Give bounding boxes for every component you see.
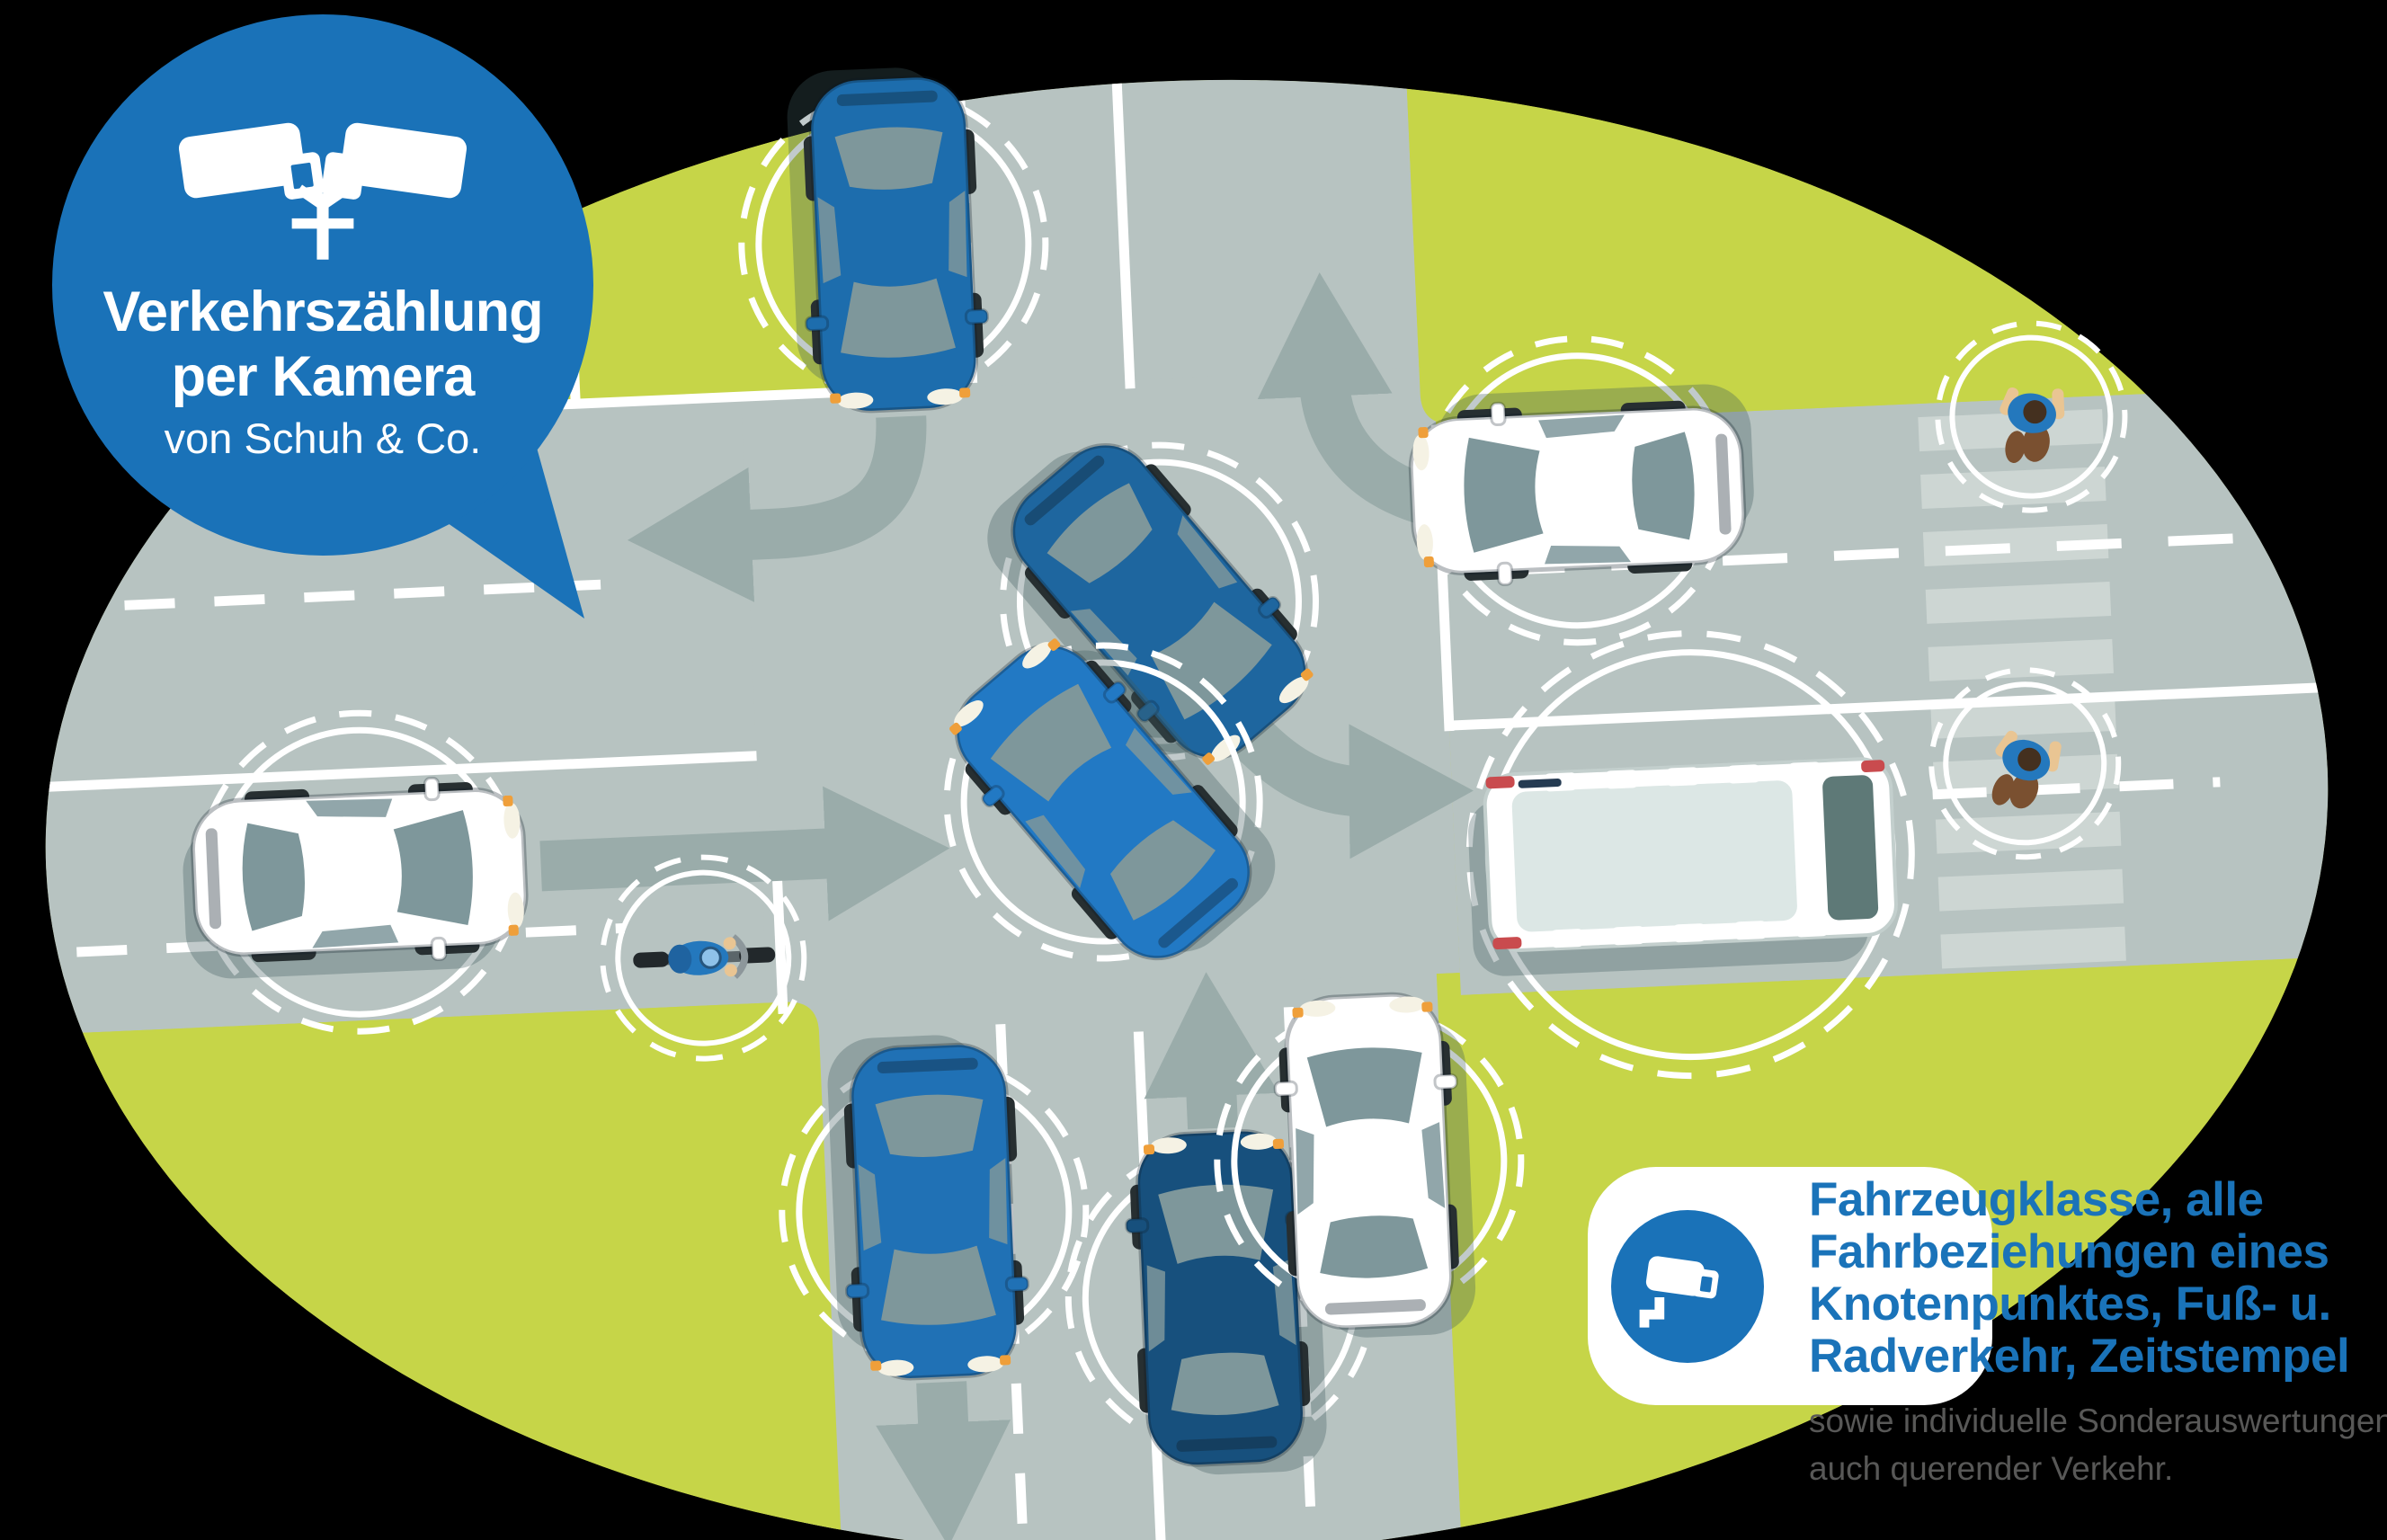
detected-blue-car-center-bright (922, 601, 1299, 1004)
callout-heading-line1: Fahrzeugklasse, alle (1809, 1173, 2264, 1226)
callout-heading-line2: Fahrbeziehungen eines (1809, 1225, 2329, 1278)
detection-circle (1928, 667, 2122, 860)
detected-blue-car-south-down (779, 1028, 1090, 1383)
bubble-title-line1: Verkehrszählung (102, 280, 543, 343)
cctv-cameras-icon (178, 122, 468, 260)
detected-white-car-west (176, 709, 531, 1035)
arrow-north-car-right-turn (627, 415, 927, 602)
detected-pedestrian-2 (1928, 667, 2122, 860)
arrow-south-car-up (1144, 972, 1279, 1130)
detection-circle (1935, 320, 2128, 513)
arrow-west-car-straight (539, 786, 950, 921)
speech-bubble: Verkehrszählung per Kamera von Schuh & C… (52, 14, 593, 556)
detected-blue-car-north (738, 61, 1049, 415)
detected-pedestrian-1 (1935, 320, 2128, 513)
detected-van (1464, 630, 1915, 1080)
detected-cyclist (600, 854, 807, 1062)
cctv-camera-icon (1639, 1256, 1719, 1328)
callout-text: Fahrzeugklasse, alle Fahrbeziehungen ein… (1809, 1174, 2387, 1492)
callout-subtext-line1: sowie individuelle Sonderauswertungen, (1809, 1402, 2387, 1439)
arrow-south-car-down (876, 1381, 1011, 1540)
bubble-title-line2: per Kamera (171, 345, 476, 408)
callout-heading-line3: Knotenpunktes, Fuß- u. (1809, 1277, 2331, 1331)
detected-objects (149, 14, 2128, 1518)
callout-camera-badge (1611, 1210, 1764, 1363)
callout-heading-line4: Radverkehr, Zeitstempel (1809, 1330, 2350, 1383)
detection-circle (600, 854, 807, 1062)
detected-white-car-south-up (1214, 989, 1525, 1343)
callout-subtext-line2: auch querender Verkehr. (1809, 1450, 2174, 1487)
bubble-subtitle: von Schuh & Co. (164, 414, 482, 462)
detected-white-car-east (1405, 335, 1759, 646)
